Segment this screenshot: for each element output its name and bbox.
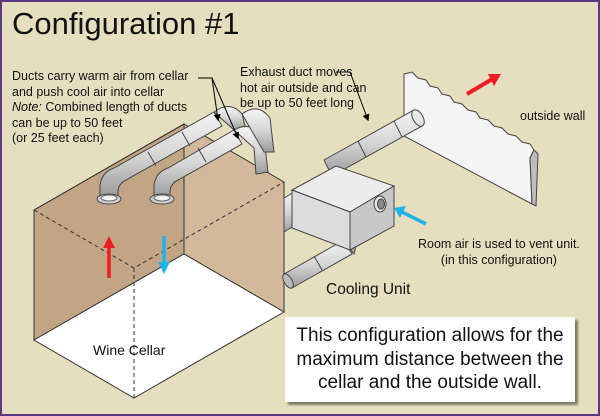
wine-cellar-label: Wine Cellar (93, 342, 166, 358)
ducts-note-line-3: Note: Combined length of ducts (12, 100, 188, 116)
exhaust-note-line-1: Exhaust duct moves (240, 65, 353, 79)
room-air-note: Room air is used to vent unit. (in this … (418, 236, 580, 268)
callout-line-1: This configuration allows for the (296, 325, 564, 347)
ducts-note-line-4: can be up to 50 feet (12, 115, 123, 130)
callout-line-2: maximum distance between the (296, 348, 564, 370)
ducts-note-line-5: (or 25 feet each) (12, 131, 104, 145)
ducts-note-line-1: Ducts carry warm air from cellar (12, 69, 189, 83)
outside-wall (403, 71, 539, 207)
exhaust-note-line-2: hot air outside and can (240, 80, 367, 95)
callout-line-3: cellar and the outside wall. (318, 372, 542, 394)
room-air-line-1: Room air is used to vent unit. (418, 237, 580, 251)
vent-intake-arrow (394, 206, 427, 226)
cool-air-down-arrow (158, 236, 170, 274)
summary-callout: This configuration allows for the maximu… (285, 317, 575, 402)
exhaust-out-arrow (465, 74, 501, 96)
cooling-unit-label: Cooling Unit (326, 281, 411, 298)
note-prefix: Note: (12, 100, 42, 114)
ducts-note: Ducts carry warm air from cellar and pus… (12, 69, 188, 147)
page-title: Configuration #1 (12, 6, 240, 41)
exhaust-note: Exhaust duct moves hot air outside and c… (240, 65, 366, 112)
room-air-line-2: (in this configuration) (440, 253, 557, 267)
ducts-note-line-3-rest: Combined length of ducts (41, 100, 188, 114)
outside-wall-label: outside wall (520, 109, 586, 123)
leader-lines (198, 71, 370, 140)
ducts-note-line-2: and push cool air into cellar (12, 84, 165, 99)
cooling-unit (290, 165, 396, 251)
exhaust-duct (323, 109, 425, 177)
hot-air-up-arrow (103, 236, 115, 278)
cellar-ducts (96, 106, 275, 205)
exhaust-note-line-3: be up to 50 feet long (240, 96, 354, 110)
